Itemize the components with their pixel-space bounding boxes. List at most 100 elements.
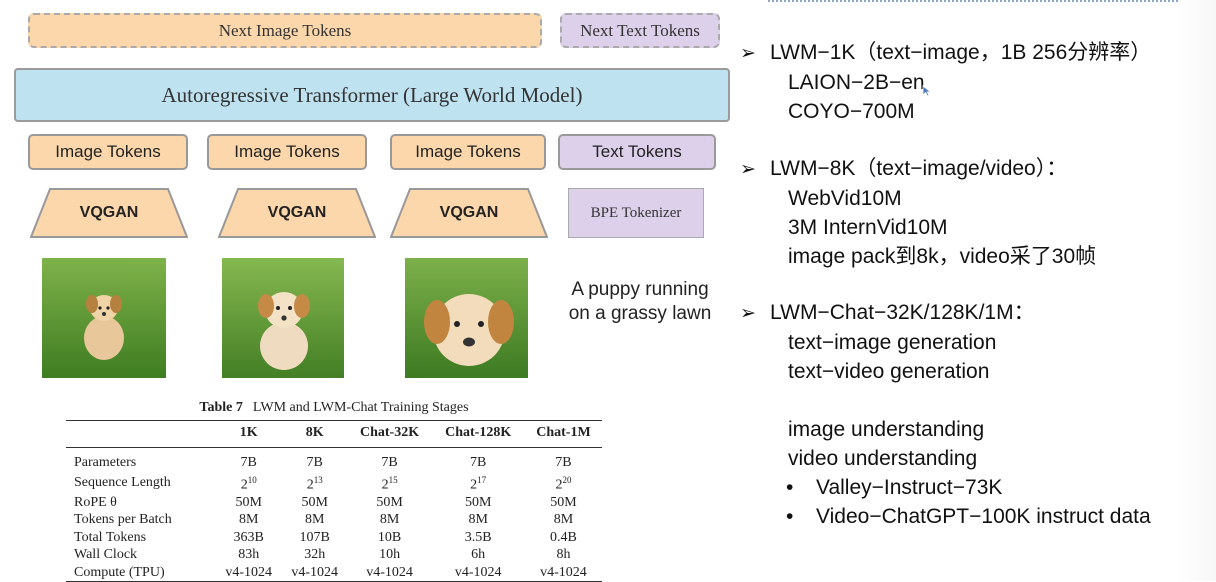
row-label: Wall Clock: [74, 547, 138, 563]
vqgan-trapezoid: [390, 188, 548, 238]
table-cell: v4-1024: [524, 563, 602, 582]
power-base: 2: [381, 477, 389, 493]
power-exponent: 17: [477, 474, 487, 485]
heading-text: LWM−Chat−32K/128K/1M：: [770, 301, 1035, 324]
dataset-item: • Video−ChatGPT−100K instruct data: [740, 502, 1151, 531]
vqgan-trapezoid: [218, 188, 376, 238]
vqgan-encoder: VQGAN: [390, 188, 548, 238]
table-cell: v4-1024: [431, 563, 525, 582]
row-label: Parameters: [74, 455, 137, 470]
table-cell: 220: [525, 472, 602, 494]
table-row: RoPE θ 50M 50M 50M 50M 50M: [66, 494, 602, 512]
power-base: 2: [470, 477, 478, 493]
table-cell: 50M: [464, 494, 492, 510]
table-cell: 217: [431, 472, 525, 494]
section-lwm-chat: ➢LWM−Chat−32K/128K/1M： text−image genera…: [740, 298, 1151, 531]
table-row: Tokens per Batch 8M 8M 8M 8M 8M: [66, 511, 602, 529]
dataset-item: 3M InternVid10M: [788, 216, 948, 239]
table-cell: 50M: [550, 494, 577, 510]
heading-text: LWM−8K（text−image/video）：: [770, 157, 1068, 180]
edge-shadow: [1176, 0, 1216, 581]
table-cell: 3.5B: [464, 529, 492, 545]
dataset-item: image pack到8k，video采了30帧: [788, 245, 1097, 268]
column-header: 8K: [281, 420, 348, 448]
transformer-box: Autoregressive Transformer (Large World …: [14, 68, 730, 122]
heading-text: LWM−1K（text−image，1B 256分辨率）: [770, 41, 1152, 64]
puppy-photo: [222, 258, 344, 378]
table-cell: 7B: [555, 455, 572, 470]
table-cell: 50M: [301, 494, 328, 510]
table-cell: 0.4B: [550, 529, 577, 545]
task-item: text−image generation: [788, 331, 997, 354]
table-cell: 215: [348, 472, 432, 494]
table-cell: 363B: [233, 529, 264, 545]
table-cell: 8h: [556, 547, 571, 563]
row-label: Sequence Length: [74, 474, 171, 490]
vqgan-label: VQGAN: [267, 204, 327, 221]
arrow-bullet-icon: ➢: [740, 43, 756, 64]
vqgan-label: VQGAN: [79, 204, 139, 221]
vqgan-label: VQGAN: [439, 204, 499, 221]
row-label: Total Tokens: [74, 529, 147, 545]
image-tokens-box: Image Tokens: [390, 134, 546, 170]
row-label: Compute (TPU): [66, 563, 216, 582]
table-cell: 8M: [304, 512, 325, 528]
vqgan-encoder: VQGAN: [218, 188, 376, 238]
table-cell: 6h: [471, 547, 486, 563]
dot-bullet-icon: •: [786, 505, 794, 528]
column-header: Chat-32K: [347, 420, 432, 448]
task-item: video understanding: [788, 447, 978, 470]
table-cell: 107B: [299, 529, 330, 545]
section-heading: ➢ LWM−8K（text−image/video）：: [740, 154, 1096, 184]
table-row: Compute (TPU) v4-1024 v4-1024 v4-1024 v4…: [66, 563, 602, 582]
row-label: RoPE θ: [74, 494, 117, 510]
table-row: Parameters 7B 7B 7B 7B 7B: [66, 448, 602, 472]
table-cell: 7B: [381, 455, 398, 470]
table-cell: 213: [282, 472, 348, 494]
column-header: Chat-128K: [431, 420, 525, 448]
vqgan-trapezoid: [30, 188, 188, 238]
puppy-photo: [42, 258, 166, 378]
section-heading: ➢LWM−Chat−32K/128K/1M：: [740, 298, 1151, 328]
image-tokens-box: Image Tokens: [207, 134, 367, 170]
table-cell: 50M: [235, 494, 262, 510]
table-cell: 8M: [468, 512, 488, 528]
dataset-text: Valley−Instruct−73K: [816, 476, 1003, 499]
table-cell: 8M: [238, 512, 259, 528]
table-cell: 10h: [379, 547, 401, 563]
mouse-cursor-icon: [922, 85, 932, 97]
column-header: [66, 420, 216, 448]
dataset-item: LAION−2B−en: [788, 71, 925, 94]
table-cell: 83h: [238, 547, 260, 563]
arrow-bullet-icon: ➢: [740, 159, 756, 180]
power-base: 2: [555, 477, 563, 493]
table-cell: v4-1024: [215, 563, 282, 582]
task-item: image understanding: [788, 418, 985, 441]
table-header-row: 1K 8K Chat-32K Chat-128K Chat-1M: [66, 420, 602, 448]
table-cell: v4-1024: [281, 563, 348, 582]
dot-bullet-icon: •: [786, 476, 794, 499]
power-exponent: 20: [562, 474, 572, 485]
table-cell: 210: [216, 472, 282, 494]
power-base: 2: [306, 477, 314, 493]
next-image-tokens-box: Next Image Tokens: [28, 13, 542, 48]
vqgan-encoder: VQGAN: [30, 188, 188, 238]
power-exponent: 10: [247, 474, 257, 485]
dataset-text: Video−ChatGPT−100K instruct data: [816, 505, 1151, 528]
row-label: Tokens per Batch: [74, 512, 172, 528]
task-item: text−video generation: [788, 360, 990, 383]
top-divider: [768, 0, 1178, 2]
image-tokens-box: Image Tokens: [28, 134, 188, 170]
table-cell: 10B: [377, 529, 402, 545]
table-cell: 7B: [306, 455, 323, 470]
caption-line: A puppy running: [571, 279, 709, 300]
table-title: LWM and LWM-Chat Training Stages: [252, 400, 469, 415]
dataset-item: • Valley−Instruct−73K: [740, 473, 1151, 502]
image-caption: A puppy running on a grassy lawn: [556, 278, 724, 326]
table-row: Total Tokens 363B 107B 10B 3.5B 0.4B: [66, 529, 602, 547]
table-cell: 8M: [553, 512, 574, 528]
table-row: Wall Clock 83h 32h 10h 6h 8h: [66, 546, 602, 564]
text-tokens-box: Text Tokens: [558, 134, 716, 170]
